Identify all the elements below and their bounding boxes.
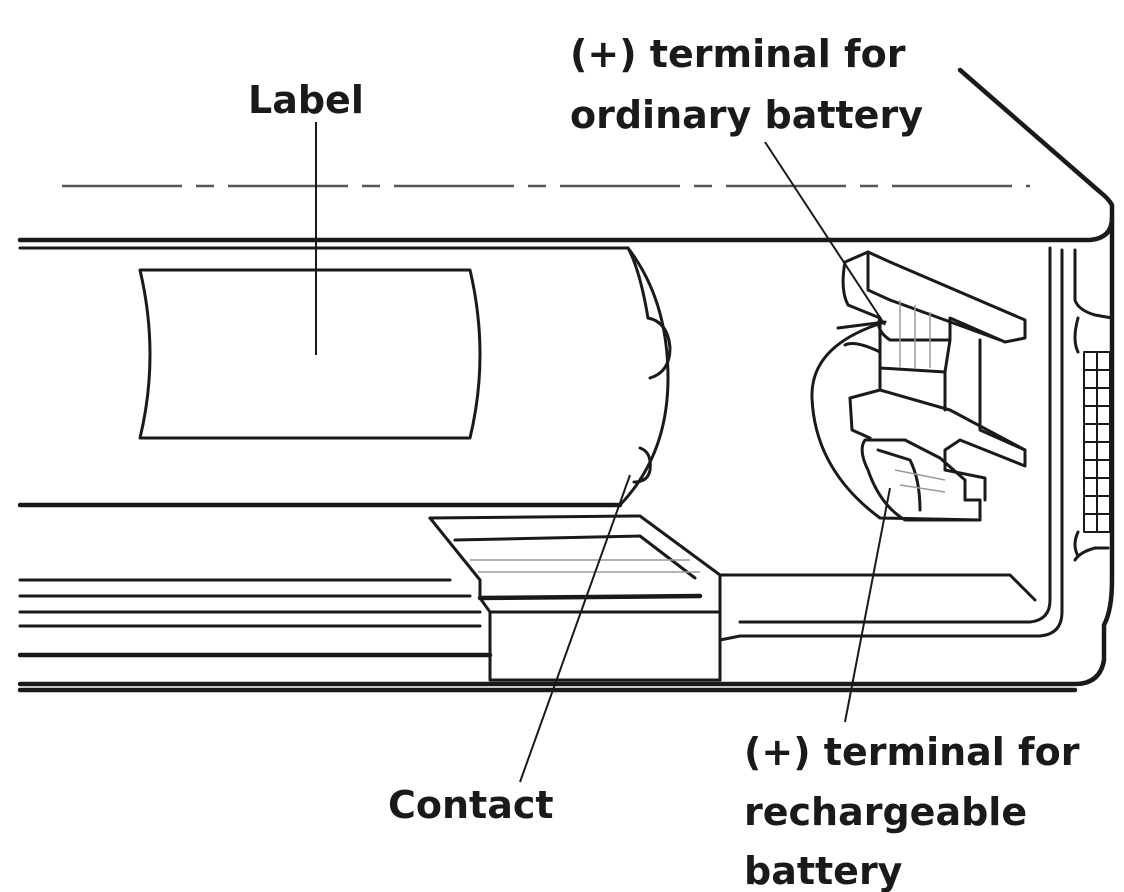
rechargeable-terminal-callout-line1: (+) terminal for [744,730,1080,774]
rechargeable-terminal-callout-line3: battery [744,849,903,892]
terminal-assembly [810,250,1027,522]
battery-label-area [138,268,482,440]
rechargeable-terminal-callout-line2: rechargeable [744,790,1027,834]
battery [18,246,672,507]
housing [17,67,1115,693]
ordinary-terminal-callout-line2: ordinary battery [570,93,923,137]
ordinary-terminal-leader [764,141,886,326]
side-grille [1073,316,1111,558]
rechargeable-terminal [860,438,982,522]
slide-latch [428,514,1037,682]
label-callout: Label [248,78,364,122]
contact-leader [519,474,631,783]
contact-callout: Contact [388,783,554,827]
ordinary-terminal-callout-line1: (+) terminal for [570,32,906,76]
rechargeable-terminal-leader [844,487,891,723]
